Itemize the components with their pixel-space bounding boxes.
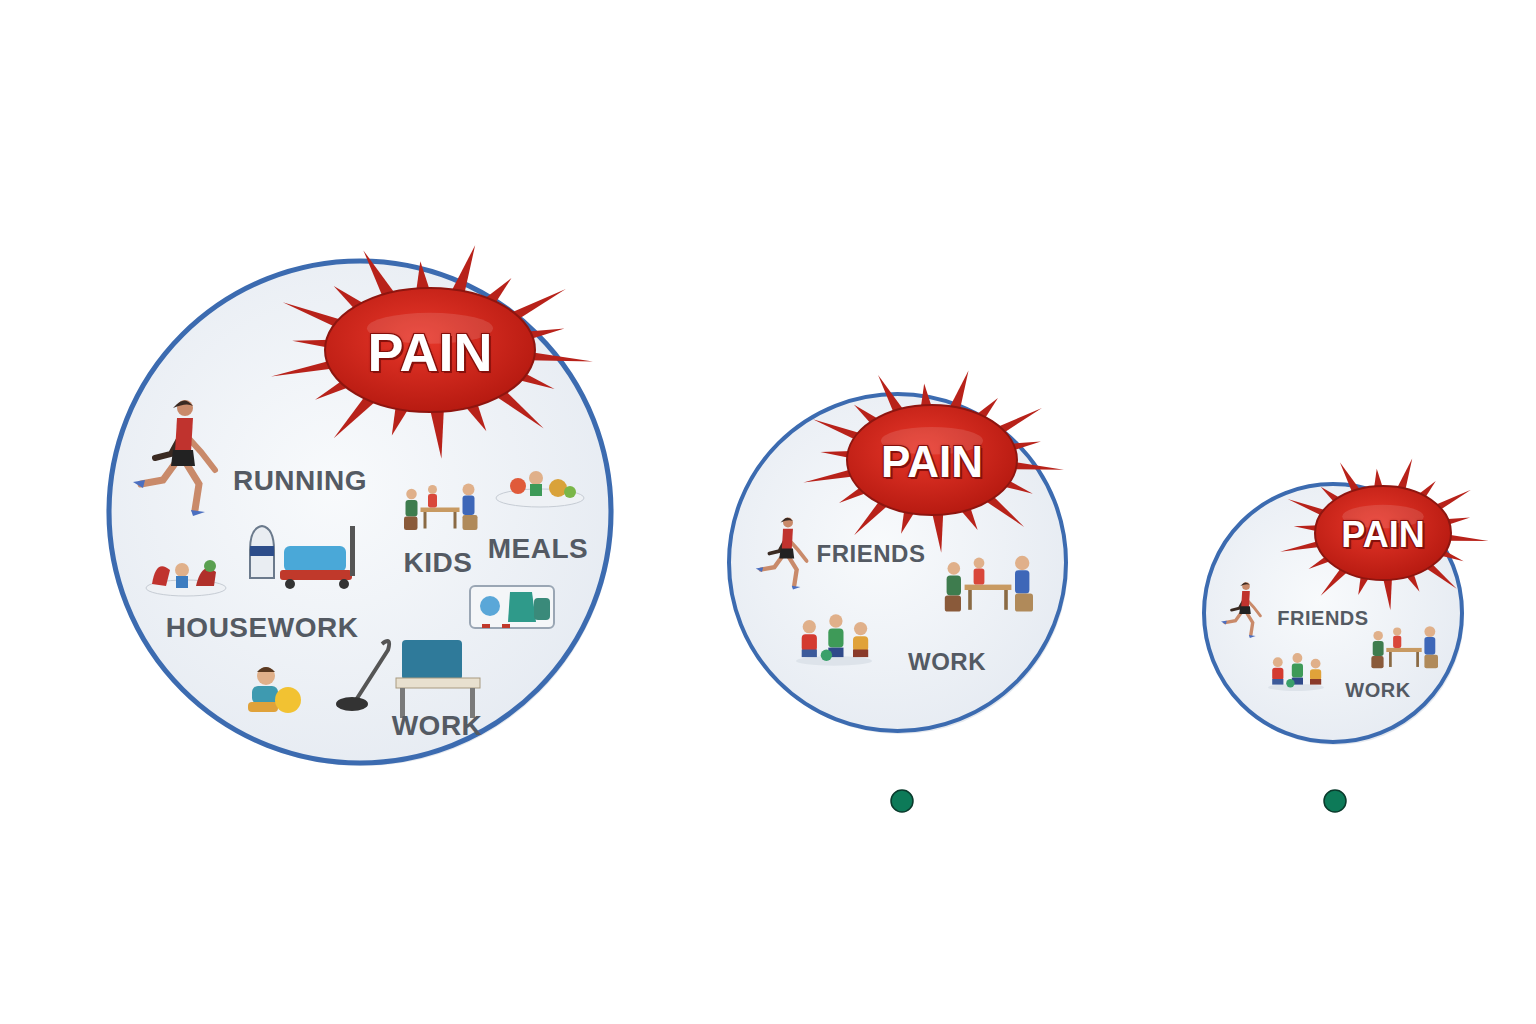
marker-dot	[1324, 790, 1346, 812]
activity-label: WORK	[1345, 680, 1410, 700]
activity-label: KIDS	[404, 549, 473, 577]
pain-label: PAIN	[881, 440, 983, 484]
activity-label: WORK	[392, 712, 483, 740]
pain-label: PAIN	[1341, 517, 1424, 553]
pain-burst-node: PAIN	[847, 405, 1017, 515]
pain-burst-node: PAIN	[1315, 486, 1451, 580]
marker-dot	[891, 790, 913, 812]
activity-label: FRIENDS	[1277, 608, 1368, 628]
activity-label: FRIENDS	[817, 542, 926, 566]
pain-burst-node: PAIN	[325, 288, 535, 412]
activity-label: HOUSEWORK	[166, 614, 359, 642]
activity-label: WORK	[908, 650, 986, 674]
activity-label: MEALS	[488, 535, 589, 563]
pain-label: PAIN	[367, 325, 492, 379]
activity-label: RUNNING	[233, 467, 367, 495]
